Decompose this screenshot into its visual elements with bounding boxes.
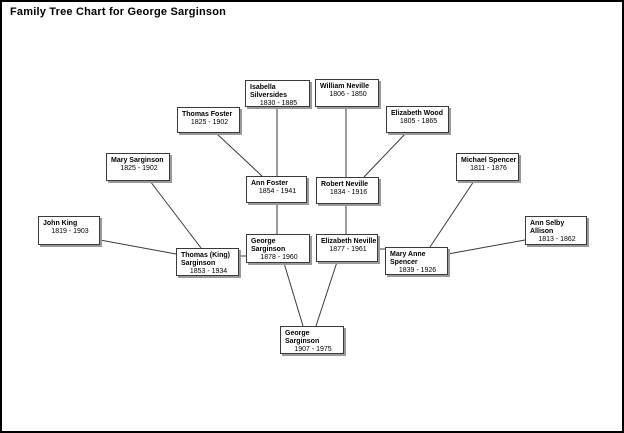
person-dates: 1813 - 1862 bbox=[538, 236, 576, 243]
person-dates: 1811 - 1876 bbox=[470, 165, 507, 172]
person-dates: 1819 - 1903 bbox=[51, 228, 89, 235]
person-name-line: George bbox=[285, 330, 310, 337]
edge-elizabeth-wood--robert-neville bbox=[363, 132, 407, 178]
person-name-line: Silversides bbox=[250, 92, 287, 99]
person-name-line: Elizabeth Wood bbox=[391, 110, 443, 117]
person-dates: 1907 - 1975 bbox=[294, 346, 332, 353]
person-dates: 1854 - 1941 bbox=[258, 188, 297, 195]
person-name-line: Ann Selby bbox=[530, 220, 565, 227]
person-dates: 1830 - 1885 bbox=[259, 100, 298, 107]
person-name-line: Michael Spencer bbox=[461, 157, 517, 164]
person-name-line: Ann Foster bbox=[251, 180, 288, 187]
edge-thomas-foster--ann-foster bbox=[215, 132, 263, 177]
person-name-line: John King bbox=[43, 220, 78, 227]
person-name-line: Spencer bbox=[390, 259, 418, 266]
chart-title: Family Tree Chart for George Sarginson bbox=[10, 6, 227, 18]
person-dates: 1805 - 1865 bbox=[399, 118, 438, 125]
person-name-line: Thomas (King) bbox=[181, 252, 230, 259]
person-name-line: Mary Anne bbox=[390, 251, 426, 258]
person-name-line: Robert Neville bbox=[321, 181, 369, 188]
person-name-line: Sarginson bbox=[181, 260, 216, 267]
person-dates: 1853 - 1934 bbox=[189, 268, 228, 275]
edge-ann-selby-allison--mary-anne-spencer bbox=[447, 239, 526, 255]
edge-mary-sarginson--thomas-king-sarginson bbox=[149, 180, 202, 249]
person-name-line: Allison bbox=[530, 228, 554, 235]
person-name-line: Sarginson bbox=[251, 246, 286, 253]
person-name-line: Elizabeth Neville bbox=[321, 238, 377, 245]
person-name-line: Isabella bbox=[250, 84, 276, 91]
edge-elizabeth-neville--george-sarginson-jr bbox=[315, 261, 338, 327]
edge-george-sarginson-sr--george-sarginson-jr bbox=[283, 262, 304, 327]
person-dates: 1839 - 1926 bbox=[398, 267, 437, 274]
person-name-line: William Neville bbox=[320, 83, 369, 90]
person-name-line: Sarginson bbox=[285, 338, 320, 345]
person-dates: 1878 - 1960 bbox=[260, 254, 298, 261]
edge-john-king--thomas-king-sarginson bbox=[99, 239, 177, 255]
person-name-line: Mary Sarginson bbox=[111, 157, 164, 164]
edge-michael-spencer--mary-anne-spencer bbox=[429, 180, 475, 248]
person-dates: 1825 - 1902 bbox=[120, 165, 158, 172]
person-dates: 1806 - 1850 bbox=[329, 91, 367, 98]
person-name-line: Thomas Foster bbox=[182, 111, 233, 118]
person-dates: 1877 - 1961 bbox=[329, 246, 367, 253]
person-name-line: George bbox=[251, 238, 276, 245]
person-dates: 1825 - 1902 bbox=[190, 119, 229, 126]
person-dates: 1834 - 1916 bbox=[329, 189, 368, 196]
